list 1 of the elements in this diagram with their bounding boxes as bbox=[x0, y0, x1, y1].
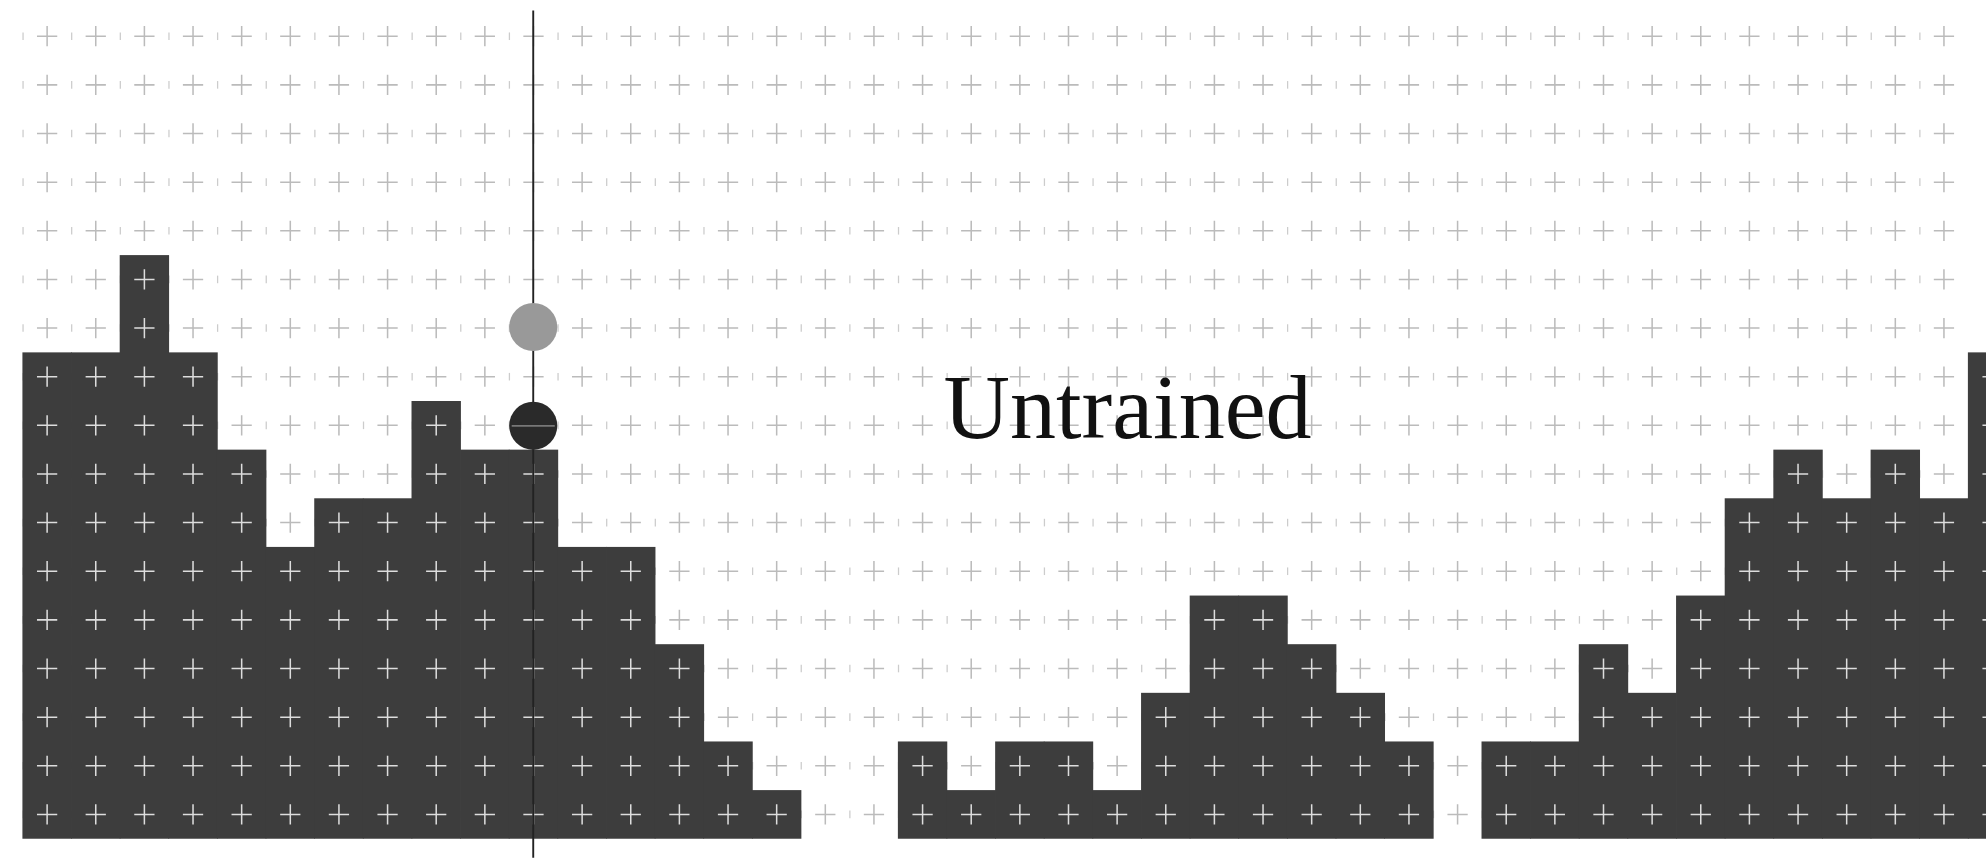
heading-text: Untrained bbox=[943, 360, 1312, 453]
